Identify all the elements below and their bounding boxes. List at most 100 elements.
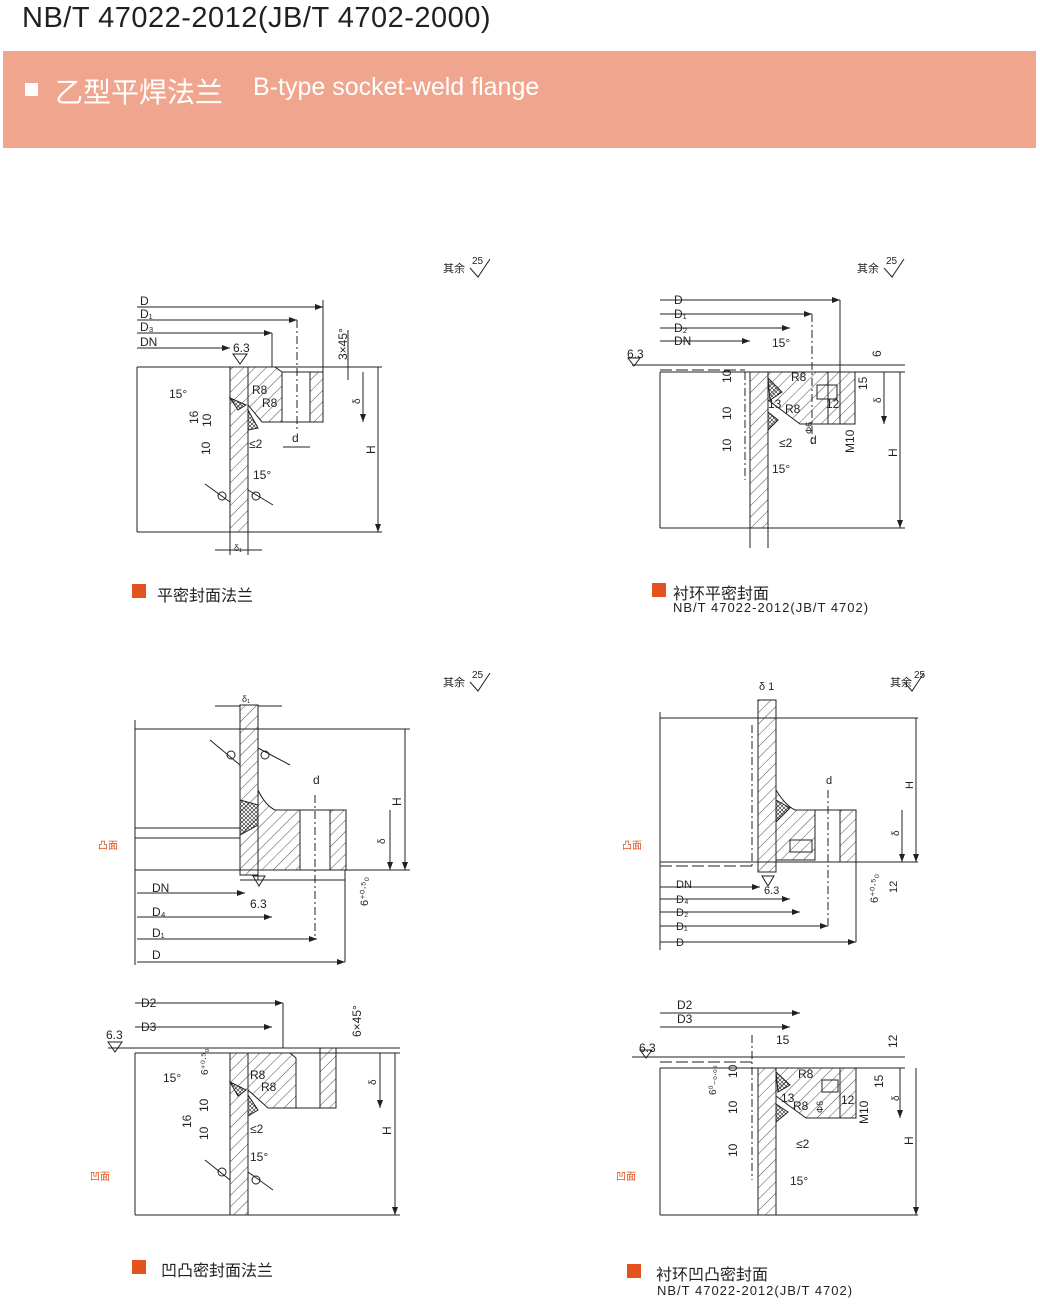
dim-label: 6⁺⁰·⁵₀ [869, 874, 881, 903]
figure-caption: 衬环凹凸密封面 [656, 1265, 769, 1284]
dim-label: δ [873, 397, 884, 403]
face-label: 凹面 [616, 1172, 636, 1183]
dim-label: D₁ [674, 307, 687, 321]
dim-label: D₁ [140, 307, 153, 321]
dim-label: 15 [872, 1074, 886, 1088]
roughness-value: 25 [472, 670, 484, 681]
dim-label: R8 [798, 1067, 814, 1081]
roughness-label: 其余 [857, 261, 879, 275]
section-title-cn: 乙型平焊法兰 [55, 76, 224, 109]
face-label: 凸面 [622, 840, 642, 852]
dim-label: M10 [857, 1100, 871, 1124]
dim-label: 10 [197, 1098, 211, 1112]
dim-label: D [152, 948, 161, 962]
dim-label: D₁ [152, 926, 165, 940]
dim-label: 12 [888, 881, 900, 893]
dim-label: DN [152, 881, 169, 895]
dim-label: D₄ [152, 905, 166, 919]
roughness-value: 25 [914, 670, 926, 681]
dim-label: D [140, 294, 149, 308]
caption-square-icon [627, 1264, 641, 1278]
figure-3-drawing [134, 704, 410, 965]
figure-6-labels: 凹面 D2 D3 6.3 12 15 6⁰₋₀.₀₅ 10 10 10 R8 R… [616, 998, 916, 1188]
figure-5-drawing [107, 1000, 400, 1216]
dim-label: δ [891, 830, 902, 836]
dim-label: 15° [253, 468, 271, 482]
roughness-label: 其余 [443, 675, 465, 689]
roughness-value: 25 [886, 256, 898, 267]
dim-label: 6×45° [350, 1005, 364, 1037]
figure-4-drawing [659, 699, 919, 950]
dim-label: 16 [187, 410, 201, 424]
dim-label: d [313, 773, 320, 787]
dim-label: DN [140, 335, 157, 349]
dim-label: R8 [261, 1080, 277, 1094]
dim-label: 10 [726, 1143, 740, 1157]
dim-label: ≤2 [250, 1122, 264, 1136]
dim-label: ≤2 [779, 436, 793, 450]
roughness-value: 6.3 [250, 897, 267, 911]
figure-caption: 凹凸密封面法兰 [161, 1261, 274, 1280]
dim-label: 10 [720, 369, 734, 383]
dim-label: D₂ [676, 907, 688, 919]
dim-label: Φ6 [815, 1101, 825, 1113]
dim-label: H [364, 445, 378, 454]
figure-3-labels: 凸面 δ₁ d H δ 6⁺⁰·⁵₀ DN D₄ D₁ D 6.3 [98, 694, 404, 962]
dim-label: 15° [250, 1150, 268, 1164]
dim-label: D₂ [674, 321, 688, 335]
dim-label: 10 [199, 441, 213, 455]
dim-label: 6⁺⁰·⁵₀ [359, 877, 371, 906]
dim-label: D3 [677, 1012, 693, 1026]
caption-square-icon [652, 583, 666, 597]
dim-label: DN [674, 334, 691, 348]
dim-label: Φ6 [804, 422, 814, 434]
dim-label: R8 [791, 370, 807, 384]
figure-caption: 平密封面法兰 [157, 586, 254, 605]
dim-label: D [674, 293, 683, 307]
dim-label: 12 [826, 397, 840, 411]
dim-label: 15° [772, 336, 790, 350]
dim-label: δ [891, 1095, 902, 1101]
dim-label: 10 [720, 438, 734, 452]
dim-label: d [826, 775, 832, 787]
roughness-value: 6.3 [106, 1028, 123, 1042]
section-header-band: 乙型平焊法兰 B-type socket-weld flange [3, 51, 1036, 148]
dim-label: 10 [726, 1100, 740, 1114]
dim-label: 12 [841, 1093, 855, 1107]
roughness-label: 其余 [443, 261, 465, 275]
roughness-label: 其余 [890, 675, 912, 689]
dim-label: δ 1 [759, 681, 774, 693]
roughness-value: 6.3 [764, 885, 779, 897]
dim-label: 6⁺⁰·⁵₀ [200, 1049, 211, 1075]
dim-label: δ [368, 1079, 379, 1085]
figure-5-labels: 凹面 D2 D3 6.3 6×45° 15° 6⁺⁰·⁵₀ R8 R8 16 1… [90, 996, 394, 1183]
figure-caption: 衬环平密封面 [673, 584, 770, 603]
bullet-square-icon [25, 83, 38, 96]
dim-label: δ₁ [242, 694, 250, 704]
face-label: 凹面 [90, 1172, 110, 1183]
dim-label: 6 [870, 350, 884, 357]
figure-2-labels: D D₁ D₂ DN 6.3 15° R8 R8 13 12 15 6 10 1… [627, 293, 900, 476]
dim-label: d [292, 431, 299, 445]
figure-1-labels: D D₁ D₃ DN 6.3 15° R8 R8 16 10 10 ≤2 15°… [140, 294, 378, 553]
dim-label: 15° [163, 1071, 181, 1085]
dim-label: 15 [856, 376, 870, 390]
dim-label: D₃ [140, 320, 154, 334]
roughness-value: 6.3 [233, 341, 250, 355]
figure-2-drawing [627, 297, 905, 548]
dim-label: 13 [781, 1091, 795, 1105]
dim-label: D₄ [676, 894, 689, 906]
dim-label: 10 [720, 406, 734, 420]
dim-label: H [902, 1136, 916, 1145]
dim-label: H [390, 797, 404, 806]
section-title-en: B-type socket-weld flange [253, 73, 540, 101]
face-label: 凸面 [98, 840, 118, 852]
caption-square-icon [132, 1260, 146, 1274]
dim-label: 15 [776, 1033, 790, 1047]
dim-label: 10 [200, 413, 214, 427]
dim-label: 15° [169, 387, 187, 401]
dim-label: R8 [793, 1099, 809, 1113]
dim-label: 13 [768, 397, 782, 411]
caption-square-icon [132, 584, 146, 598]
